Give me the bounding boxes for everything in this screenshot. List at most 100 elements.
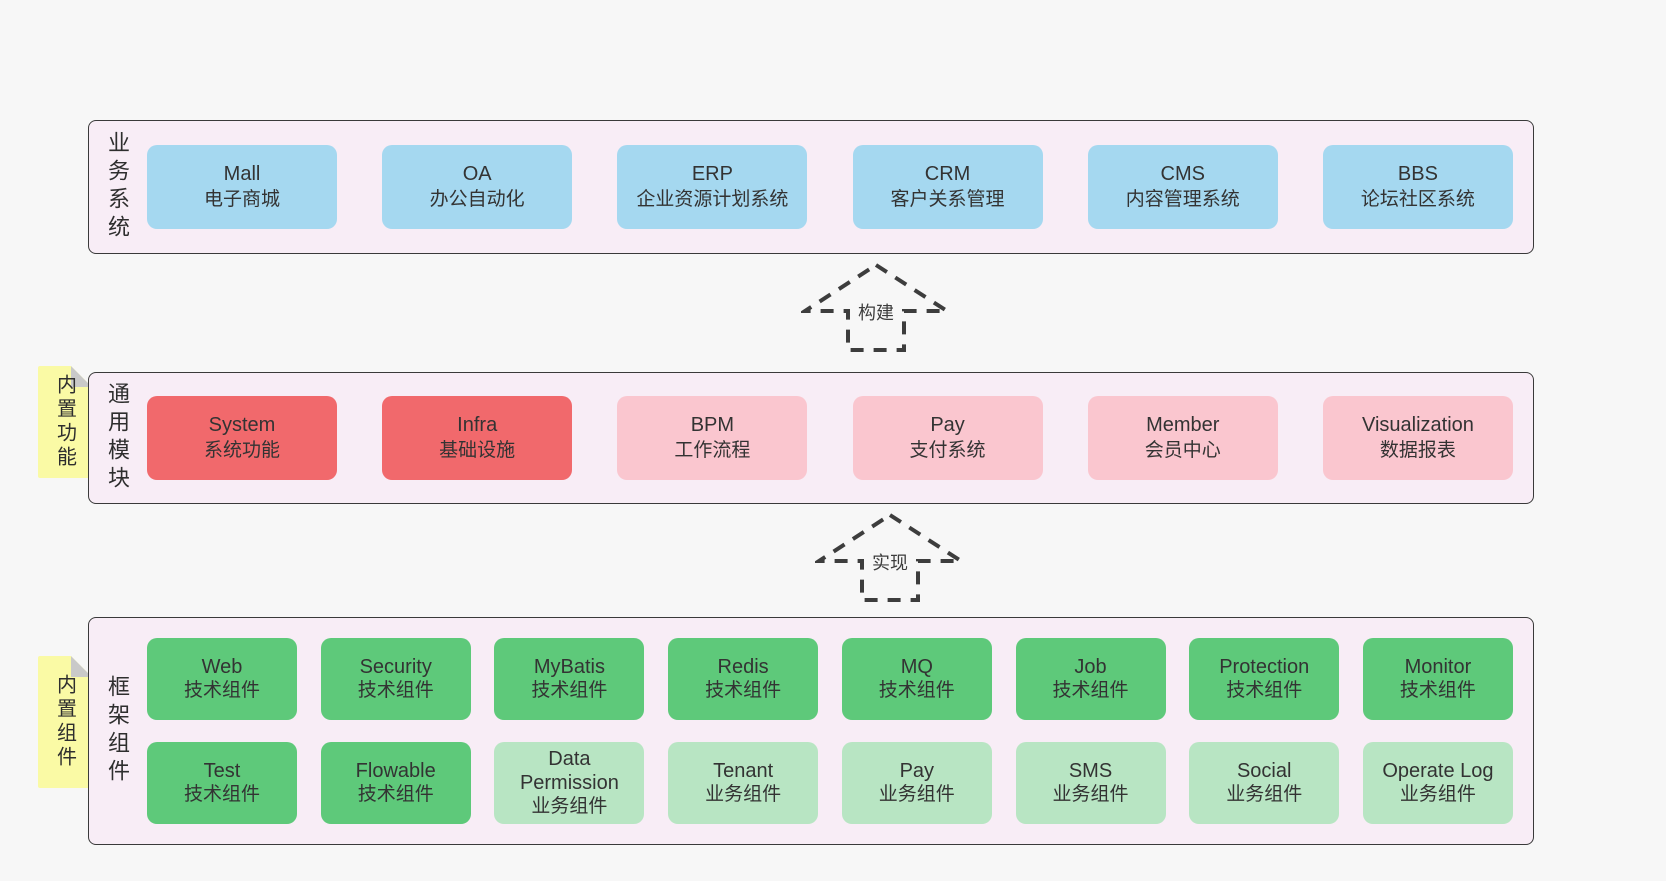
modules-boxes-row: System 系统功能 Infra 基础设施 BPM 工作流程 Pay 支付系统… xyxy=(147,373,1513,503)
box-subtitle: 业务组件 xyxy=(1399,784,1476,805)
box-subtitle: 技术组件 xyxy=(357,784,434,805)
box-member: Member 会员中心 xyxy=(1087,396,1278,480)
box-system: System 系统功能 xyxy=(147,396,337,480)
box-protection: Protection 技术组件 xyxy=(1189,638,1340,720)
framework-panel-label: 框架组件 xyxy=(105,675,130,787)
box-title: Member xyxy=(1146,414,1220,436)
box-title: Data Permission xyxy=(519,748,619,794)
box-subtitle: 企业资源计划系统 xyxy=(636,189,789,210)
box-title: OA xyxy=(462,163,492,185)
box-title: Redis xyxy=(717,656,769,678)
box-title: BBS xyxy=(1397,163,1438,185)
box-job: Job 技术组件 xyxy=(1015,638,1166,720)
box-social: Social 业务组件 xyxy=(1189,742,1340,824)
box-monitor: Monitor 技术组件 xyxy=(1362,638,1513,720)
built-in-components-note: 内置组件 xyxy=(38,656,92,788)
dashed-up-arrow-icon xyxy=(801,262,951,352)
box-flowable: Flowable 技术组件 xyxy=(320,742,471,824)
box-subtitle: 技术组件 xyxy=(1052,680,1129,701)
note-label: 内置组件 xyxy=(53,674,76,770)
box-subtitle: 系统功能 xyxy=(203,440,280,461)
box-title: Infra xyxy=(457,414,498,436)
modules-panel-label: 通用模块 xyxy=(105,382,130,494)
box-title: Tenant xyxy=(713,760,774,782)
framework-row-1: Web 技术组件 Security 技术组件 MyBatis 技术组件 Redi… xyxy=(147,638,1513,720)
box-data-permission: Data Permission 业务组件 xyxy=(494,742,645,824)
box-bpm: BPM 工作流程 xyxy=(617,396,808,480)
box-security: Security 技术组件 xyxy=(320,638,471,720)
box-pay-system: Pay 支付系统 xyxy=(852,396,1043,480)
business-systems-panel: 业务系统 Mall 电子商城 OA 办公自动化 ERP 企业资源计划系统 CRM… xyxy=(88,120,1534,254)
box-subtitle: 技术组件 xyxy=(878,680,955,701)
box-sms: SMS 业务组件 xyxy=(1015,742,1166,824)
box-subtitle: 技术组件 xyxy=(1399,680,1476,701)
box-title: Operate Log xyxy=(1382,760,1494,782)
box-title: Pay xyxy=(930,414,965,436)
common-modules-panel: 通用模块 System 系统功能 Infra 基础设施 BPM 工作流程 Pay… xyxy=(88,372,1534,504)
build-arrow: 构建 xyxy=(801,260,951,354)
box-subtitle: 业务组件 xyxy=(1226,784,1303,805)
box-subtitle: 会员中心 xyxy=(1144,440,1221,461)
box-title: Web xyxy=(201,656,243,678)
box-infra: Infra 基础设施 xyxy=(382,396,573,480)
box-bbs: BBS 论坛社区系统 xyxy=(1322,145,1513,229)
box-title: System xyxy=(208,414,276,436)
framework-boxes-grid: Web 技术组件 Security 技术组件 MyBatis 技术组件 Redi… xyxy=(147,618,1513,844)
box-mall: Mall 电子商城 xyxy=(147,145,337,229)
box-pay-component: Pay 业务组件 xyxy=(841,742,992,824)
box-tenant: Tenant 业务组件 xyxy=(668,742,819,824)
implement-arrow: 实现 xyxy=(815,510,965,604)
box-subtitle: 业务组件 xyxy=(1052,784,1129,805)
box-subtitle: 数据报表 xyxy=(1379,440,1456,461)
build-arrow-label: 构建 xyxy=(854,299,898,326)
box-web: Web 技术组件 xyxy=(147,638,297,720)
box-subtitle: 技术组件 xyxy=(357,680,434,701)
box-subtitle: 技术组件 xyxy=(183,784,260,805)
box-title: Flowable xyxy=(355,760,436,782)
box-subtitle: 技术组件 xyxy=(1226,680,1303,701)
note-label: 内置功能 xyxy=(53,374,76,470)
box-oa: OA 办公自动化 xyxy=(382,145,573,229)
box-title: Test xyxy=(203,760,241,782)
box-subtitle: 业务组件 xyxy=(531,796,608,817)
box-subtitle: 电子商城 xyxy=(203,189,280,210)
box-subtitle: 内容管理系统 xyxy=(1125,189,1240,210)
box-subtitle: 工作流程 xyxy=(674,440,751,461)
box-title: CRM xyxy=(924,163,971,185)
box-title: Monitor xyxy=(1404,656,1472,678)
box-subtitle: 技术组件 xyxy=(531,680,608,701)
box-subtitle: 基础设施 xyxy=(439,440,516,461)
box-title: CMS xyxy=(1160,163,1205,185)
box-crm: CRM 客户关系管理 xyxy=(852,145,1043,229)
box-subtitle: 支付系统 xyxy=(909,440,986,461)
business-boxes-row: Mall 电子商城 OA 办公自动化 ERP 企业资源计划系统 CRM 客户关系… xyxy=(147,121,1513,253)
box-subtitle: 技术组件 xyxy=(183,680,260,701)
box-title: Mall xyxy=(223,163,261,185)
box-subtitle: 技术组件 xyxy=(705,680,782,701)
box-erp: ERP 企业资源计划系统 xyxy=(617,145,808,229)
box-title: MQ xyxy=(900,656,933,678)
box-visualization: Visualization 数据报表 xyxy=(1322,396,1513,480)
box-title: Security xyxy=(359,656,432,678)
box-mq: MQ 技术组件 xyxy=(841,638,992,720)
box-subtitle: 业务组件 xyxy=(705,784,782,805)
box-title: BPM xyxy=(690,414,735,436)
framework-row-2: Test 技术组件 Flowable 技术组件 Data Permission … xyxy=(147,742,1513,824)
box-title: SMS xyxy=(1068,760,1113,782)
box-subtitle: 办公自动化 xyxy=(429,189,525,210)
box-title: Protection xyxy=(1219,656,1310,678)
box-mybatis: MyBatis 技术组件 xyxy=(494,638,645,720)
box-title: Visualization xyxy=(1361,414,1474,436)
implement-arrow-label: 实现 xyxy=(868,549,912,576)
box-title: Job xyxy=(1074,656,1107,678)
box-subtitle: 论坛社区系统 xyxy=(1360,189,1475,210)
box-redis: Redis 技术组件 xyxy=(668,638,819,720)
box-operate-log: Operate Log 业务组件 xyxy=(1362,742,1513,824)
box-test: Test 技术组件 xyxy=(147,742,297,824)
box-title: Pay xyxy=(899,760,935,782)
framework-components-panel: 框架组件 Web 技术组件 Security 技术组件 MyBatis 技术组件… xyxy=(88,617,1534,845)
box-subtitle: 客户关系管理 xyxy=(890,189,1005,210)
dashed-up-arrow-icon xyxy=(815,512,965,602)
box-title: ERP xyxy=(691,163,733,185)
